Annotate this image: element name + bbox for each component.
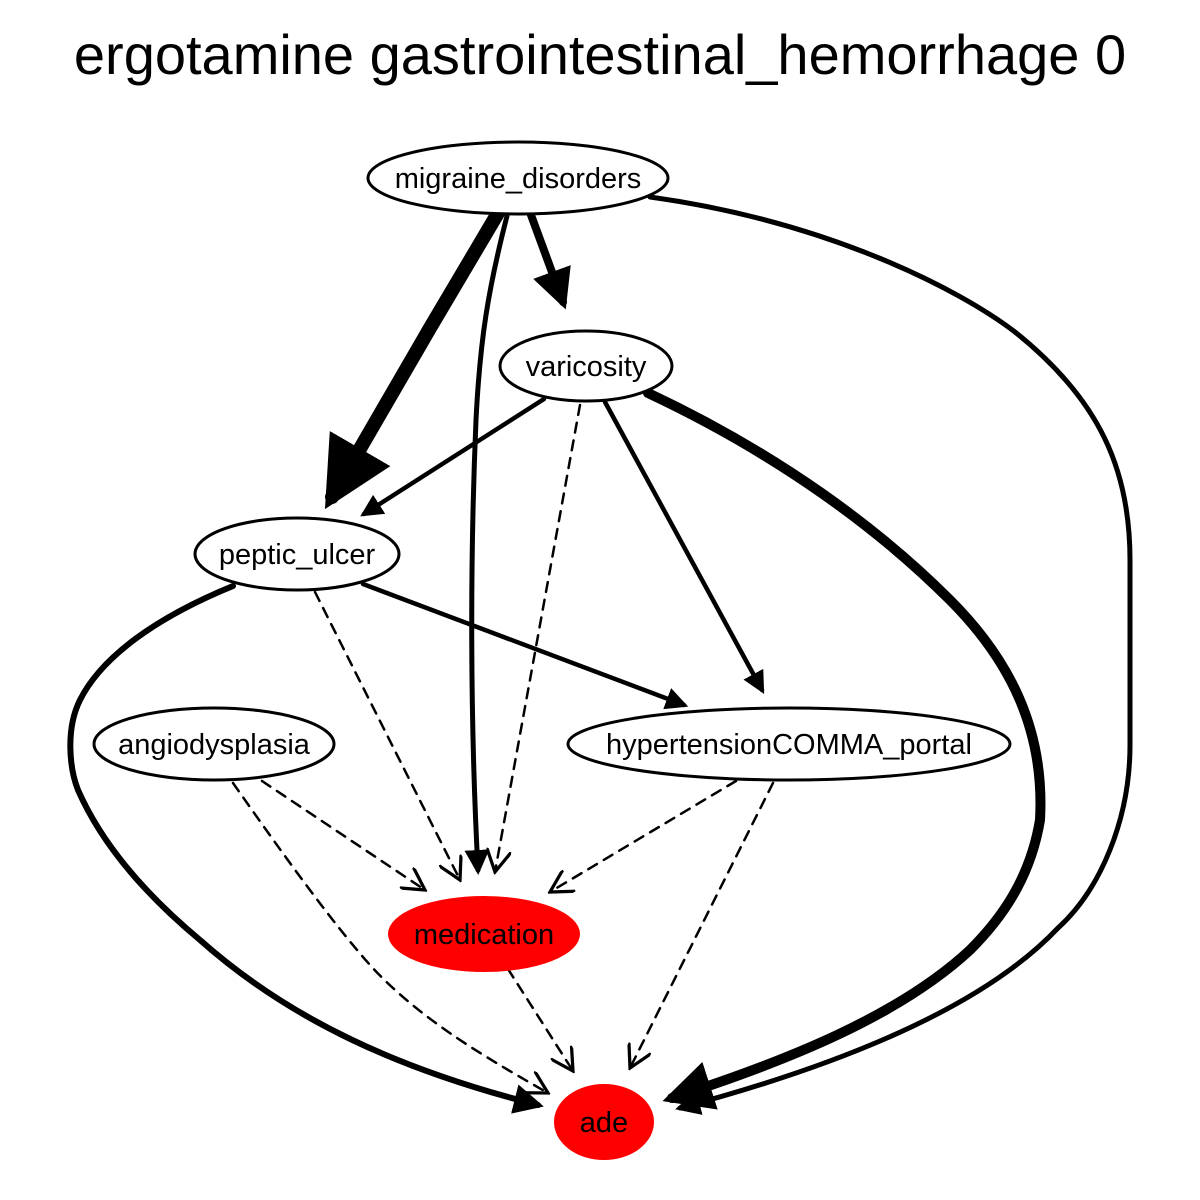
edge-migraine_disorders-peptic_ulcer [324, 206, 505, 510]
edge-varicosity-hypertension_portal [602, 399, 765, 694]
node-label-ade: ade [580, 1107, 628, 1139]
edge-peptic_ulcer-medication [313, 590, 460, 880]
edge-angiodysplasia-ade [231, 781, 548, 1093]
node-label-varicosity: varicosity [526, 351, 647, 383]
edge-varicosity-peptic_ulcer [360, 396, 547, 517]
node-ade: ade [554, 1084, 654, 1160]
node-varicosity: varicosity [498, 329, 674, 403]
node-label-hypertension_portal: hypertensionCOMMA_portal [606, 729, 972, 761]
edge-varicosity-ade [643, 388, 1046, 1110]
node-medication: medication [388, 896, 580, 972]
edge-hypertension_portal-ade [630, 781, 775, 1068]
edge-peptic_ulcer-ade [67, 583, 544, 1114]
node-hypertension_portal: hypertensionCOMMA_portal [566, 706, 1012, 782]
edge-angiodysplasia-medication [260, 779, 425, 890]
node-label-migraine_disorders: migraine_disorders [395, 163, 642, 195]
edge-hypertension_portal-medication [550, 779, 738, 892]
edge-varicosity-medication [495, 403, 582, 872]
node-migraine_disorders: migraine_disorders [366, 140, 670, 216]
node-label-peptic_ulcer: peptic_ulcer [219, 539, 376, 571]
node-peptic_ulcer: peptic_ulcer [193, 516, 401, 592]
edge-peptic_ulcer-hypertension_portal [360, 581, 689, 710]
node-angiodysplasia: angiodysplasia [92, 706, 336, 782]
edge-migraine_disorders-medication [464, 213, 510, 875]
node-label-medication: medication [414, 919, 554, 951]
node-label-angiodysplasia: angiodysplasia [118, 729, 311, 761]
diagram-title: ergotamine gastrointestinal_hemorrhage 0 [73, 23, 1127, 86]
edge-migraine_disorders-ade [647, 194, 1133, 1115]
edge-migraine_disorders-varicosity [527, 211, 571, 310]
edge-medication-ade [506, 967, 573, 1071]
